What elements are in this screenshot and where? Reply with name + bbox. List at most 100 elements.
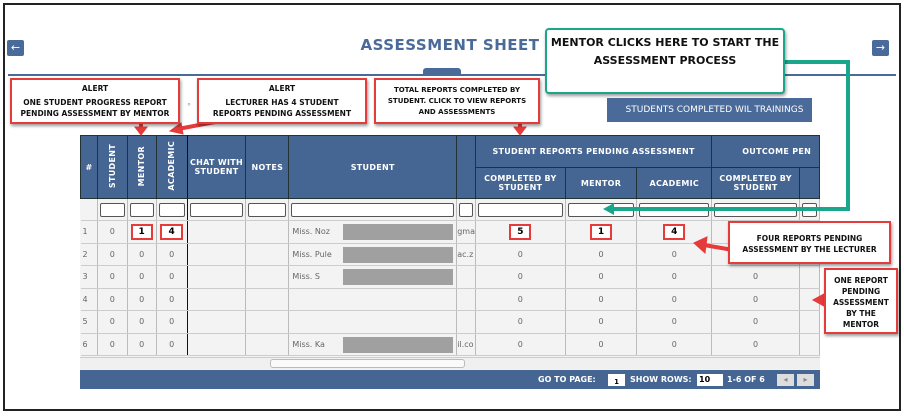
filter-email[interactable] (459, 202, 473, 217)
callout-four-reports: FOUR REPORTS PENDING ASSESSMENT BY THE L… (728, 221, 891, 264)
cell-pending-mentor[interactable]: 0 (565, 243, 638, 266)
cell-chat[interactable] (187, 310, 247, 334)
cell-completed-by-student[interactable]: 0 (475, 310, 566, 334)
cell-chat[interactable] (187, 220, 247, 244)
col-mentor-alert[interactable]: MENTOR (126, 135, 157, 199)
cell-student-name (288, 288, 458, 311)
col-chat[interactable]: CHAT WITH STUDENT (186, 135, 247, 199)
email-value: ac.z (457, 249, 474, 259)
cell-chat[interactable] (187, 243, 247, 266)
cell-pending-academic[interactable]: 0 (636, 243, 713, 266)
cell-student-name (288, 310, 458, 334)
cell-academic-alert: 4 (156, 220, 188, 244)
student-name-value: Miss. Noz (292, 227, 330, 237)
filter-pending-academic[interactable] (639, 202, 710, 217)
cell-completed-by-student[interactable]: 0 (475, 332, 566, 356)
filter-student-name[interactable] (291, 202, 455, 217)
cell-outcome-completed: 0 (711, 310, 800, 334)
mentor-alert-value: 0 (139, 317, 145, 327)
cell-notes[interactable] (245, 220, 290, 244)
filter-pending-mentor[interactable] (567, 202, 635, 217)
cell-notes[interactable] (245, 310, 290, 334)
cell-pending-mentor[interactable]: 0 (565, 310, 638, 334)
mentor-alert-value: 0 (139, 339, 145, 349)
filter-outcome-completed[interactable] (714, 202, 797, 217)
cell-notes[interactable] (245, 288, 290, 311)
col-notes[interactable]: NOTES (245, 135, 290, 199)
cell-student-alert: 0 (97, 288, 128, 311)
goto-page-input[interactable]: 1 (608, 374, 625, 386)
cell-row-num: 3 (80, 265, 98, 289)
show-rows-label: SHOW ROWS: (630, 375, 692, 384)
cell-notes[interactable] (245, 243, 290, 266)
cell-mentor-alert: 1 (127, 220, 157, 244)
col-completed-by-student[interactable]: COMPLETED BY STUDENT (475, 167, 566, 199)
cell-completed-by-student[interactable]: 0 (475, 288, 566, 311)
pending-mentor-value: 0 (598, 339, 604, 349)
completed-by-student-value: 0 (517, 294, 523, 304)
cell-completed-by-student[interactable]: 5 (475, 220, 566, 244)
show-rows-input[interactable]: 10 (697, 374, 723, 386)
horizontal-scrollbar[interactable] (80, 357, 820, 369)
col-academic-alert[interactable]: ACADEMIC (155, 135, 188, 199)
cell-notes[interactable] (245, 265, 290, 289)
col-student-name[interactable]: STUDENT (288, 135, 458, 199)
col-pending-mentor[interactable]: MENTOR (564, 167, 638, 199)
assessment-grid: # STUDENT MENTOR ACADEMIC CHAT WITH STUD… (80, 135, 820, 389)
pending-mentor-value: 0 (598, 272, 604, 282)
filter-chat[interactable] (189, 202, 244, 217)
cell-completed-by-student[interactable]: 0 (475, 243, 566, 266)
students-completed-wil-button[interactable]: STUDENTS COMPLETED WIL TRAININGS (607, 98, 812, 122)
cell-chat[interactable] (187, 265, 247, 289)
pending-mentor-value: 0 (598, 249, 604, 259)
cell-chat[interactable] (187, 288, 247, 311)
cell-outcome-next (799, 288, 820, 311)
cell-row-num: 6 (80, 332, 98, 356)
next-page-button[interactable]: ▸ (797, 374, 814, 386)
cell-pending-academic[interactable]: 0 (636, 288, 713, 311)
pending-academic-value: 0 (671, 249, 677, 259)
cell-completed-by-student[interactable]: 0 (475, 265, 566, 289)
filter-academic[interactable] (158, 202, 185, 217)
cell-pending-academic[interactable]: 4 (636, 220, 713, 244)
cell-email (456, 310, 476, 334)
col-outcome-completed[interactable]: COMPLETED BY STUDENT (711, 167, 800, 199)
prev-page-button[interactable]: ◂ (777, 374, 794, 386)
col-pending-academic[interactable]: ACADEMIC (636, 167, 713, 199)
cell-pending-mentor[interactable]: 0 (565, 265, 638, 289)
cell-chat[interactable] (187, 332, 247, 356)
cell-notes[interactable] (245, 332, 290, 356)
cell-row-num: 2 (80, 243, 98, 266)
col-student-alert[interactable]: STUDENT (96, 135, 128, 199)
callout-alert-lecturer-title: ALERT (268, 84, 296, 93)
callout-mentor-start: MENTOR CLICKS HERE TO START THE ASSESSME… (545, 28, 785, 94)
arrow-left-icon: ← (10, 41, 21, 54)
col-email[interactable] (456, 135, 476, 199)
col-num[interactable]: # (80, 135, 98, 199)
scrollbar-thumb[interactable] (270, 359, 465, 368)
filter-outcome-next[interactable] (801, 202, 817, 217)
cell-outcome-completed: 0 (711, 288, 800, 311)
filter-completed[interactable] (478, 202, 563, 217)
filter-student[interactable] (99, 202, 125, 217)
screenshot-frame (3, 3, 901, 411)
cell-pending-mentor[interactable]: 0 (565, 332, 638, 356)
cell-pending-mentor[interactable]: 1 (565, 220, 638, 244)
filter-mentor[interactable] (129, 202, 154, 217)
cell-row-num: 4 (80, 288, 98, 311)
cell-pending-academic[interactable]: 0 (636, 310, 713, 334)
next-arrow-button[interactable]: → (872, 40, 889, 56)
cell-pending-academic[interactable]: 0 (636, 332, 713, 356)
cell-pending-mentor[interactable]: 0 (565, 288, 638, 311)
filter-notes[interactable] (248, 202, 287, 217)
cell-pending-academic[interactable]: 0 (636, 265, 713, 289)
prev-arrow-button[interactable]: ← (7, 40, 24, 56)
col-outcome-next[interactable] (798, 167, 820, 199)
